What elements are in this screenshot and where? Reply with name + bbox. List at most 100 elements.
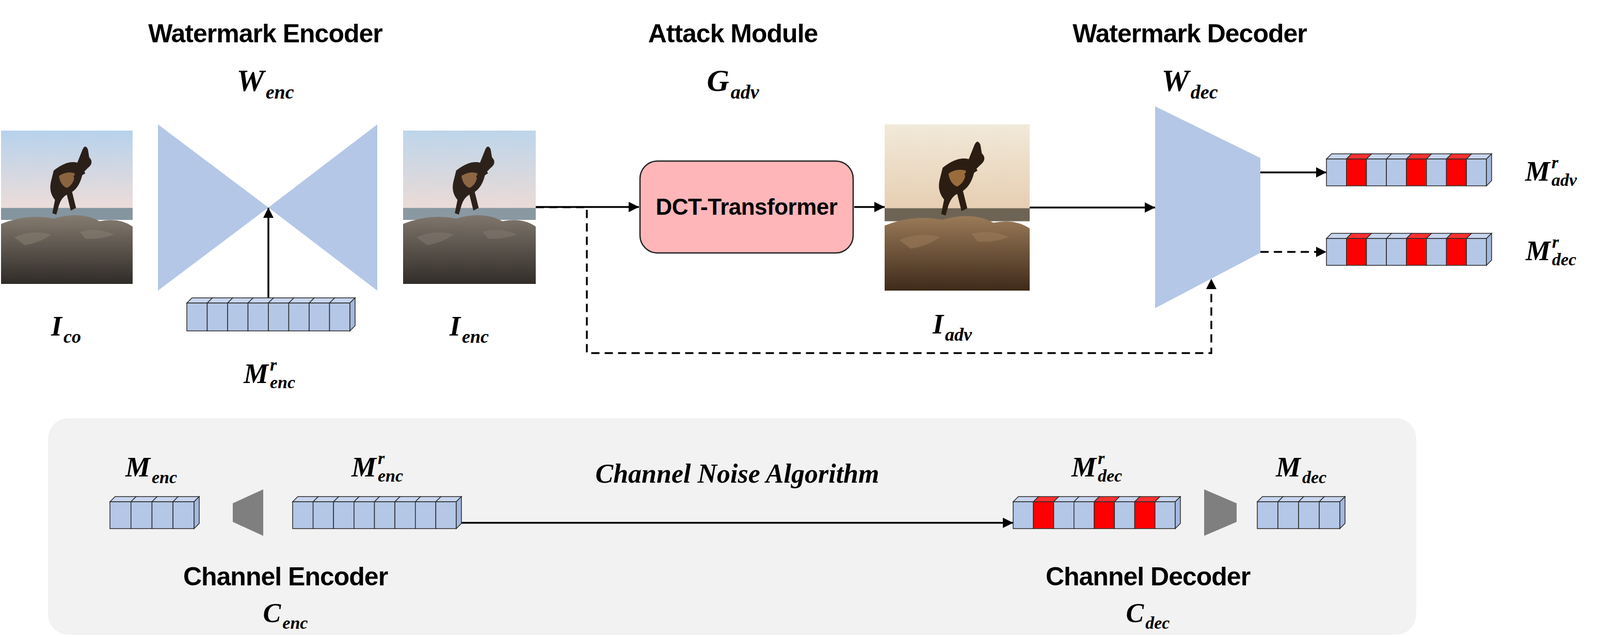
math-sub: enc: [377, 467, 404, 485]
message-bits-outline: [1326, 153, 1492, 186]
bit-cell: [1033, 501, 1054, 529]
arrow: [854, 205, 885, 208]
module-heading: Watermark Encoder: [148, 19, 383, 48]
label-slot: Channel Decoder: [1045, 562, 1251, 591]
message-bits-outline: [1326, 233, 1492, 266]
arrow: [461, 521, 1014, 524]
math-label: Wdec: [1161, 65, 1218, 96]
bit-cell: [172, 501, 195, 529]
bit-cell: [415, 501, 437, 529]
channel-decoder-shape: Channel DecoderCdec: [1204, 489, 1237, 536]
dashed-arrow: [535, 207, 1212, 354]
math-sub: enc: [151, 468, 178, 487]
math-sup: r: [1552, 233, 1577, 251]
bit-cell: [1426, 238, 1447, 266]
math-base: I: [932, 310, 944, 339]
trapezoid: [1155, 106, 1261, 309]
bit-cell: [186, 302, 208, 331]
dog: [938, 141, 985, 216]
math-scripts: dec: [1145, 614, 1170, 627]
math-scripts: enc: [265, 82, 295, 96]
math-label: Mradv: [1525, 153, 1577, 189]
edge-label: Channel Noise Algorithm: [595, 458, 880, 489]
bit-cell: [309, 302, 330, 331]
bit-cell: [1134, 501, 1156, 529]
math-scripts: rdec: [1097, 449, 1123, 485]
label-slot: Channel Noise Algorithm: [595, 458, 880, 489]
math-scripts: renc: [269, 356, 296, 392]
bit-cell: [1446, 158, 1467, 186]
math-base: I: [449, 312, 461, 341]
label-slot: Watermark Encoder: [148, 19, 383, 48]
bit-side: [349, 297, 356, 331]
bit-cell: [435, 501, 457, 529]
message-bits-outline: [1013, 496, 1181, 529]
bit-cell: [1406, 238, 1427, 266]
rounded-box: [640, 161, 854, 253]
label-slot: Attack Module: [648, 19, 819, 48]
module-heading: Attack Module: [648, 19, 819, 48]
cover-image-outline: [1, 130, 133, 284]
math-base: G: [706, 65, 729, 96]
bit-cell: [207, 302, 229, 331]
math-sub: adv: [945, 325, 972, 344]
bit-cell: [1406, 158, 1427, 186]
math-scripts: dec: [1302, 468, 1327, 482]
math-sub: adv: [730, 82, 760, 102]
math-base: W: [1161, 65, 1189, 96]
bit-cell: [1074, 501, 1095, 529]
math-base: M: [1071, 453, 1097, 482]
math-label: Mdec: [1275, 453, 1327, 482]
bit-cell: [1446, 238, 1467, 266]
box-label: DCT-Transformer: [656, 194, 838, 220]
bit-cell: [152, 501, 174, 529]
math-scripts: rdec: [1552, 233, 1577, 269]
math-scripts: co: [63, 327, 82, 341]
math-scripts: enc: [461, 327, 489, 341]
bit-cell: [131, 501, 153, 529]
bit-cell: [109, 501, 132, 529]
math-scripts: dec: [1190, 82, 1219, 96]
dog-legs: [73, 160, 91, 181]
math-base: M: [1525, 157, 1550, 186]
math-label: Ienc: [449, 312, 489, 341]
math-base: C: [1126, 599, 1145, 627]
math-base: M: [1275, 453, 1301, 482]
bit-cell: [1466, 238, 1487, 266]
math-sub: enc: [265, 82, 295, 102]
rock-highlight: [899, 231, 1010, 249]
math-base: M: [243, 359, 269, 388]
bit-cell: [329, 302, 351, 331]
bit-cell: [1386, 238, 1407, 266]
bit-side: [1486, 233, 1492, 266]
bit-cell: [1326, 158, 1347, 186]
math-scripts: enc: [151, 468, 178, 482]
dashed-arrow: [1260, 250, 1327, 253]
math-label: Wenc: [236, 65, 294, 96]
cover-image: Ico: [1, 130, 133, 284]
bit-cell: [394, 501, 416, 529]
module-heading: Watermark Decoder: [1072, 19, 1307, 48]
bit-cell: [248, 302, 269, 331]
channel-decoder-shape-outline: [1204, 489, 1237, 536]
rock-highlight: [416, 229, 518, 246]
bit-cell: [333, 501, 355, 529]
bit-cell: [1346, 158, 1367, 186]
math-sup: r: [1551, 153, 1577, 172]
bit-cell: [1298, 501, 1320, 529]
dog-legs: [475, 160, 493, 181]
math-scripts: adv: [945, 325, 972, 339]
math-label: Mrdec: [1071, 449, 1123, 485]
math-scripts: renc: [377, 449, 404, 485]
math-label: Cenc: [263, 599, 309, 627]
decoder-shape: Watermark DecoderWdec: [1155, 106, 1261, 309]
message-bits-outline: [292, 496, 462, 529]
encoder-half: [157, 124, 269, 291]
rock: [1, 215, 133, 284]
bit-cell: [227, 302, 249, 331]
rock-highlight: [14, 229, 115, 246]
math-sub: co: [63, 327, 82, 346]
bit-cell: [1466, 158, 1487, 186]
encoder-shape: Watermark EncoderWenc: [157, 124, 378, 291]
encoder-shape-outline: [157, 124, 378, 291]
